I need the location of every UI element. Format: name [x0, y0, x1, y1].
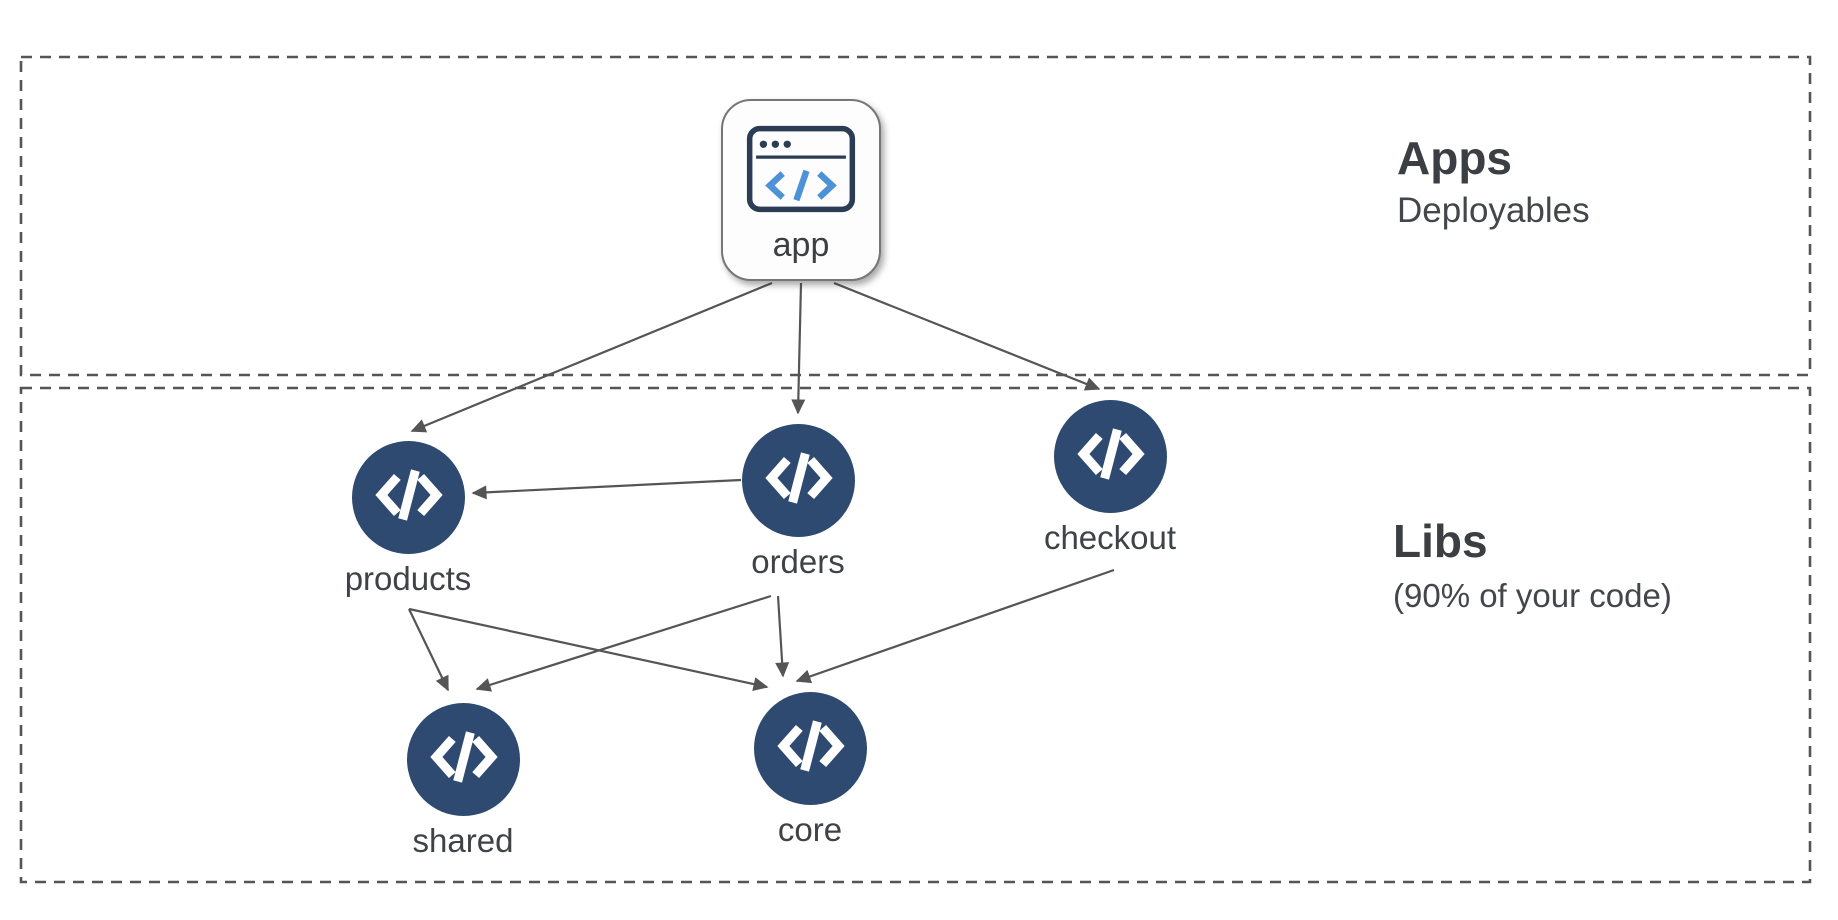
node-products — [352, 441, 465, 554]
edge-app-products — [410, 281, 773, 433]
apps-section-title: Apps — [1397, 132, 1512, 184]
code-icon — [764, 448, 833, 513]
edge-orders-shared — [475, 594, 772, 692]
code-icon — [776, 716, 845, 781]
apps-section-box — [19, 55, 1812, 377]
node-products-label: products — [344, 560, 472, 597]
node-orders — [742, 424, 855, 537]
browser-code-icon — [746, 125, 856, 218]
libs-section-box — [19, 386, 1812, 884]
edge-products-core — [408, 607, 769, 691]
node-app: app — [721, 99, 881, 281]
apps-section-subtitle: Deployables — [1397, 191, 1590, 230]
code-icon — [1076, 424, 1145, 489]
node-shared — [407, 703, 520, 816]
node-checkout — [1054, 400, 1167, 513]
edge-products-shared — [408, 608, 449, 692]
node-app-label: app — [772, 226, 830, 264]
node-core — [754, 692, 867, 805]
edge-app-checkout — [833, 281, 1101, 391]
node-core-label: core — [777, 811, 843, 848]
node-shared-label: shared — [412, 822, 514, 859]
edge-checkout-core — [795, 568, 1115, 684]
code-icon — [374, 465, 443, 530]
edge-app-orders — [791, 282, 806, 415]
edge-orders-products — [471, 478, 742, 500]
libs-section-title: Libs — [1393, 515, 1488, 567]
node-checkout-label: checkout — [1043, 519, 1177, 556]
libs-section-subtitle: (90% of your code) — [1393, 577, 1672, 614]
node-orders-label: orders — [751, 543, 845, 580]
code-icon — [429, 727, 498, 792]
edge-orders-core — [775, 595, 790, 678]
